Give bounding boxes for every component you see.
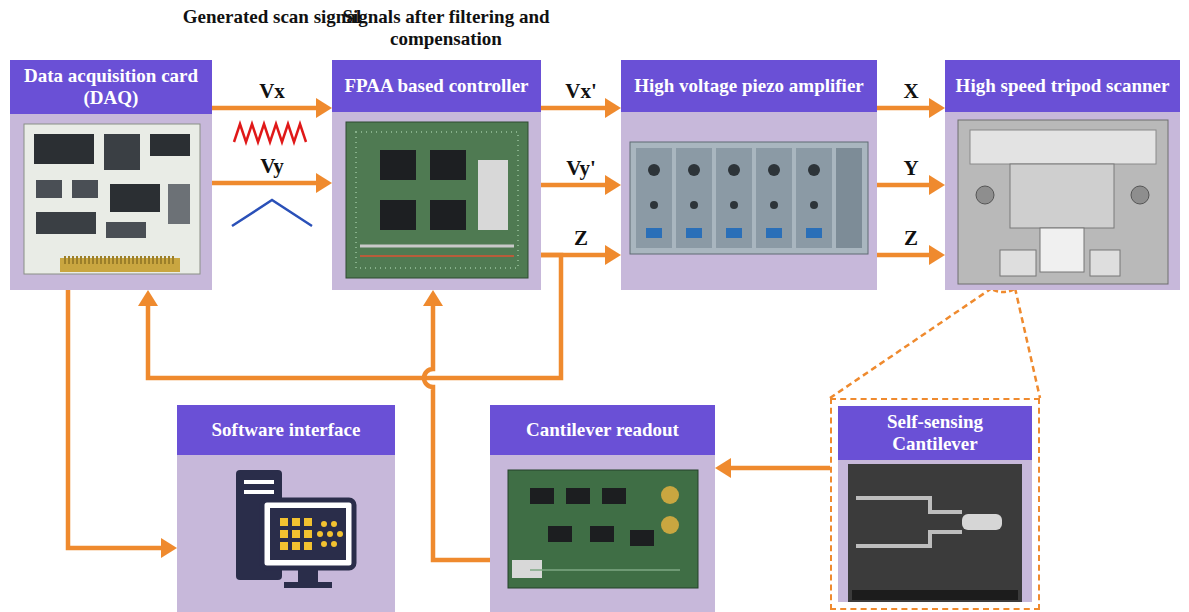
arrow-head: [316, 98, 332, 118]
arrow-line: [424, 302, 490, 560]
signal-label: Y: [903, 157, 918, 180]
amplifier-rack-photo: [630, 142, 868, 254]
component-block: FPAA based controller: [332, 60, 541, 290]
signal-label: Z: [904, 227, 918, 250]
block-title: High voltage piezo amplifier: [634, 75, 864, 97]
block-title: Self-sensing Cantilever: [844, 411, 1026, 455]
readout-board-photo: [508, 470, 698, 588]
arrow-line: [212, 181, 320, 186]
arrow-head: [715, 458, 731, 478]
block-body: [621, 112, 877, 290]
sem-image: [848, 464, 1022, 602]
annotation-label: Generated scan signal: [180, 6, 364, 28]
signal-arrow: [68, 290, 177, 558]
block-body: [10, 114, 212, 290]
fpaa-board-photo: [346, 122, 528, 278]
block-header: Cantilever readout: [490, 405, 715, 455]
block-header: Software interface: [177, 405, 395, 455]
arrow-line: [877, 183, 933, 188]
block-title: High speed tripod scanner: [956, 75, 1170, 97]
block-header: FPAA based controller: [332, 60, 541, 112]
signal-arrow: [715, 458, 830, 478]
arrow-line: [541, 106, 609, 111]
component-block: High speed tripod scanner: [945, 60, 1180, 290]
block-body: [490, 455, 715, 612]
daq-card-photo: [24, 124, 200, 274]
arrow-line: [68, 290, 165, 548]
arrow-head: [929, 98, 945, 118]
zoom-callout-box: Self-sensing Cantilever: [830, 398, 1040, 610]
arrow-line: [877, 106, 933, 111]
block-title: Software interface: [212, 419, 361, 441]
triangle-wave: [232, 200, 312, 226]
arrow-head: [605, 98, 621, 118]
signal-label: Vy': [566, 157, 596, 180]
component-block: Cantilever readout: [490, 405, 715, 612]
block-title: Data acquisition card (DAQ): [16, 65, 206, 109]
signal-label: Vx: [259, 80, 285, 103]
zoom-leader: [830, 274, 1040, 398]
arrow-head: [316, 173, 332, 193]
arrow-head: [929, 175, 945, 195]
component-block: Software interface: [177, 405, 395, 612]
computer-icon: [236, 470, 354, 588]
signal-label: Vy: [260, 155, 284, 178]
arrow-head: [161, 538, 177, 558]
arrow-head: [929, 245, 945, 265]
block-body: [838, 460, 1032, 602]
block-title: FPAA based controller: [345, 75, 529, 97]
zoom-line: [1015, 288, 1040, 398]
arrow-head: [138, 290, 158, 306]
block-header: Data acquisition card (DAQ): [10, 60, 212, 114]
arrow-line: [212, 106, 320, 111]
signal-label: Z: [574, 227, 588, 250]
block-header: Self-sensing Cantilever: [838, 406, 1032, 460]
block-body: [945, 112, 1180, 290]
block-body: [332, 112, 541, 290]
block-header: High speed tripod scanner: [945, 60, 1180, 112]
sawtooth-wave: [234, 124, 306, 142]
annotation-label: Signals after filtering and compensation: [328, 6, 564, 50]
block-header: High voltage piezo amplifier: [621, 60, 877, 112]
component-block: Data acquisition card (DAQ): [10, 60, 212, 290]
scanner-photo: [958, 120, 1168, 284]
arrow-head: [605, 175, 621, 195]
signal-label: X: [903, 80, 918, 103]
arrow-line: [541, 183, 609, 188]
block-title: Cantilever readout: [526, 419, 679, 441]
arrow-line: [877, 253, 933, 258]
block-body: [177, 455, 395, 612]
zoom-line: [830, 288, 992, 398]
arrow-head: [423, 290, 443, 306]
signal-arrow: [423, 290, 490, 560]
signal-label: Vx': [565, 80, 597, 103]
arrow-head: [605, 245, 621, 265]
arrow-line: [727, 466, 830, 471]
component-block: High voltage piezo amplifier: [621, 60, 877, 290]
